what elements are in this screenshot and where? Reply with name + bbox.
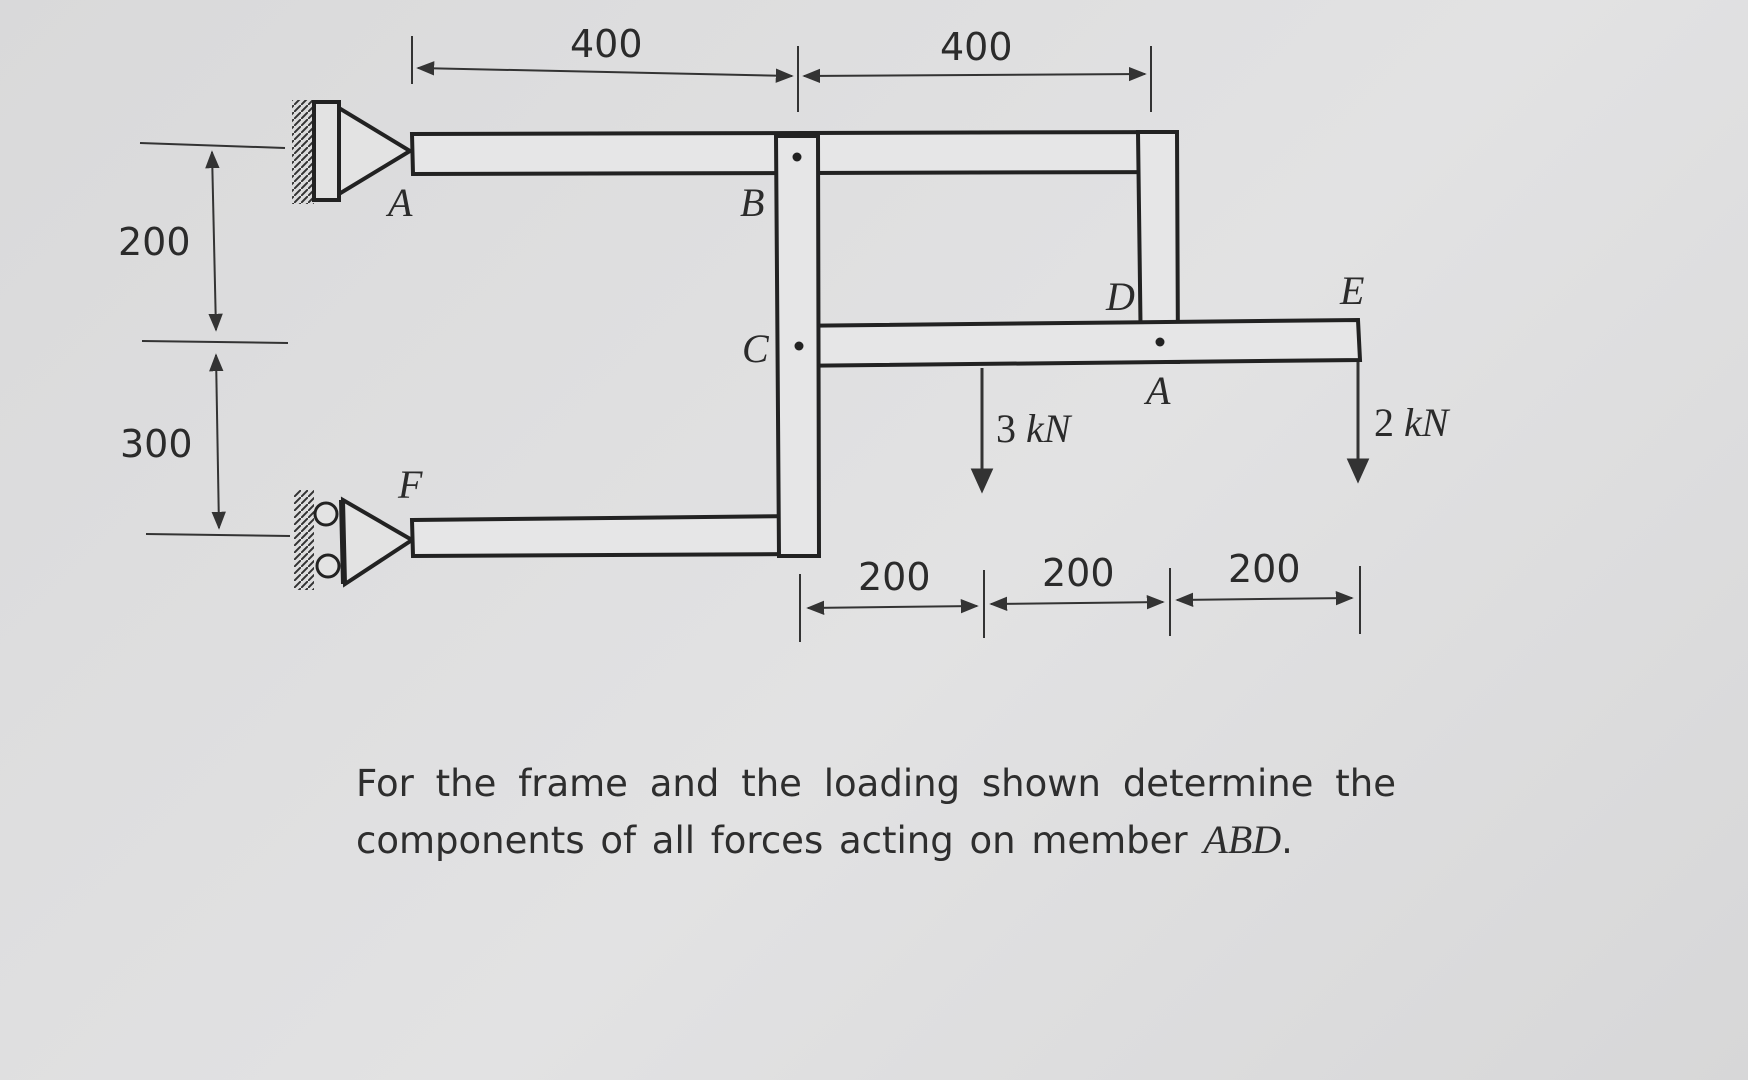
roller bbox=[315, 553, 341, 579]
dimension-top-2: 400 bbox=[940, 25, 1013, 69]
roller bbox=[313, 501, 339, 527]
pin-c bbox=[794, 341, 804, 351]
pin-support-a bbox=[292, 100, 414, 204]
extension-line bbox=[145, 533, 291, 537]
problem-statement: For the frame and the loading shown dete… bbox=[356, 756, 1396, 869]
pins bbox=[792, 152, 1165, 351]
point-label-e: E bbox=[1339, 268, 1364, 313]
point-label-c: C bbox=[742, 326, 770, 371]
roller-support-f bbox=[294, 490, 416, 590]
load-arrowhead-2kn bbox=[1346, 458, 1370, 484]
dimension-bottom-3: 200 bbox=[1228, 547, 1301, 591]
dimension-top-1: 400 bbox=[570, 22, 643, 66]
pin-d-a bbox=[1155, 337, 1165, 347]
load-unit-3kn: kN bbox=[1026, 406, 1073, 451]
member-name: ABD bbox=[1203, 817, 1282, 862]
point-label-d: D bbox=[1105, 274, 1135, 319]
point-label-a-lower: A bbox=[1143, 368, 1171, 413]
point-label-f: F bbox=[397, 462, 423, 507]
pin-b bbox=[792, 152, 802, 162]
dimension-arrow bbox=[802, 66, 1147, 84]
load-arrows bbox=[970, 362, 1370, 494]
dimension-arrow bbox=[209, 353, 226, 530]
problem-end: . bbox=[1281, 819, 1293, 862]
member-cae bbox=[777, 317, 1363, 369]
support-wall-hatch bbox=[294, 490, 314, 590]
member-f-horizontal bbox=[409, 513, 804, 559]
extension-line bbox=[141, 340, 289, 344]
dimension-arrow bbox=[205, 150, 223, 332]
pin-triangle bbox=[337, 104, 414, 198]
dimension-arrow bbox=[989, 594, 1165, 612]
load-label-2kn: 2 kN bbox=[1374, 400, 1451, 445]
point-label-a: A bbox=[385, 180, 413, 225]
dimension-bottom-2: 200 bbox=[1042, 551, 1115, 595]
dimension-arrow bbox=[806, 598, 979, 616]
load-value-2kn: 2 bbox=[1374, 400, 1404, 445]
load-label-3kn: 3 kN bbox=[996, 406, 1073, 451]
dimension-arrow bbox=[1175, 590, 1354, 608]
load-arrowhead-3kn bbox=[970, 468, 994, 494]
load-unit-2kn: kN bbox=[1404, 400, 1451, 445]
load-value-3kn: 3 bbox=[996, 406, 1026, 451]
support-wall bbox=[312, 100, 341, 202]
dimension-left-2: 300 bbox=[120, 422, 193, 466]
dimension-left-1: 200 bbox=[118, 220, 191, 264]
point-label-b: B bbox=[740, 180, 764, 225]
top-dimensions bbox=[411, 36, 1152, 112]
frame-members bbox=[409, 129, 1363, 559]
dimension-arrow bbox=[416, 61, 794, 83]
support-wall-hatch bbox=[292, 100, 314, 204]
dimension-bottom-1: 200 bbox=[858, 555, 931, 599]
bottom-dimensions bbox=[799, 566, 1361, 642]
pin-triangle bbox=[340, 496, 416, 588]
problem-text: For the frame and the loading shown dete… bbox=[356, 762, 1396, 862]
extension-line bbox=[139, 142, 286, 149]
left-dimensions bbox=[139, 142, 291, 537]
